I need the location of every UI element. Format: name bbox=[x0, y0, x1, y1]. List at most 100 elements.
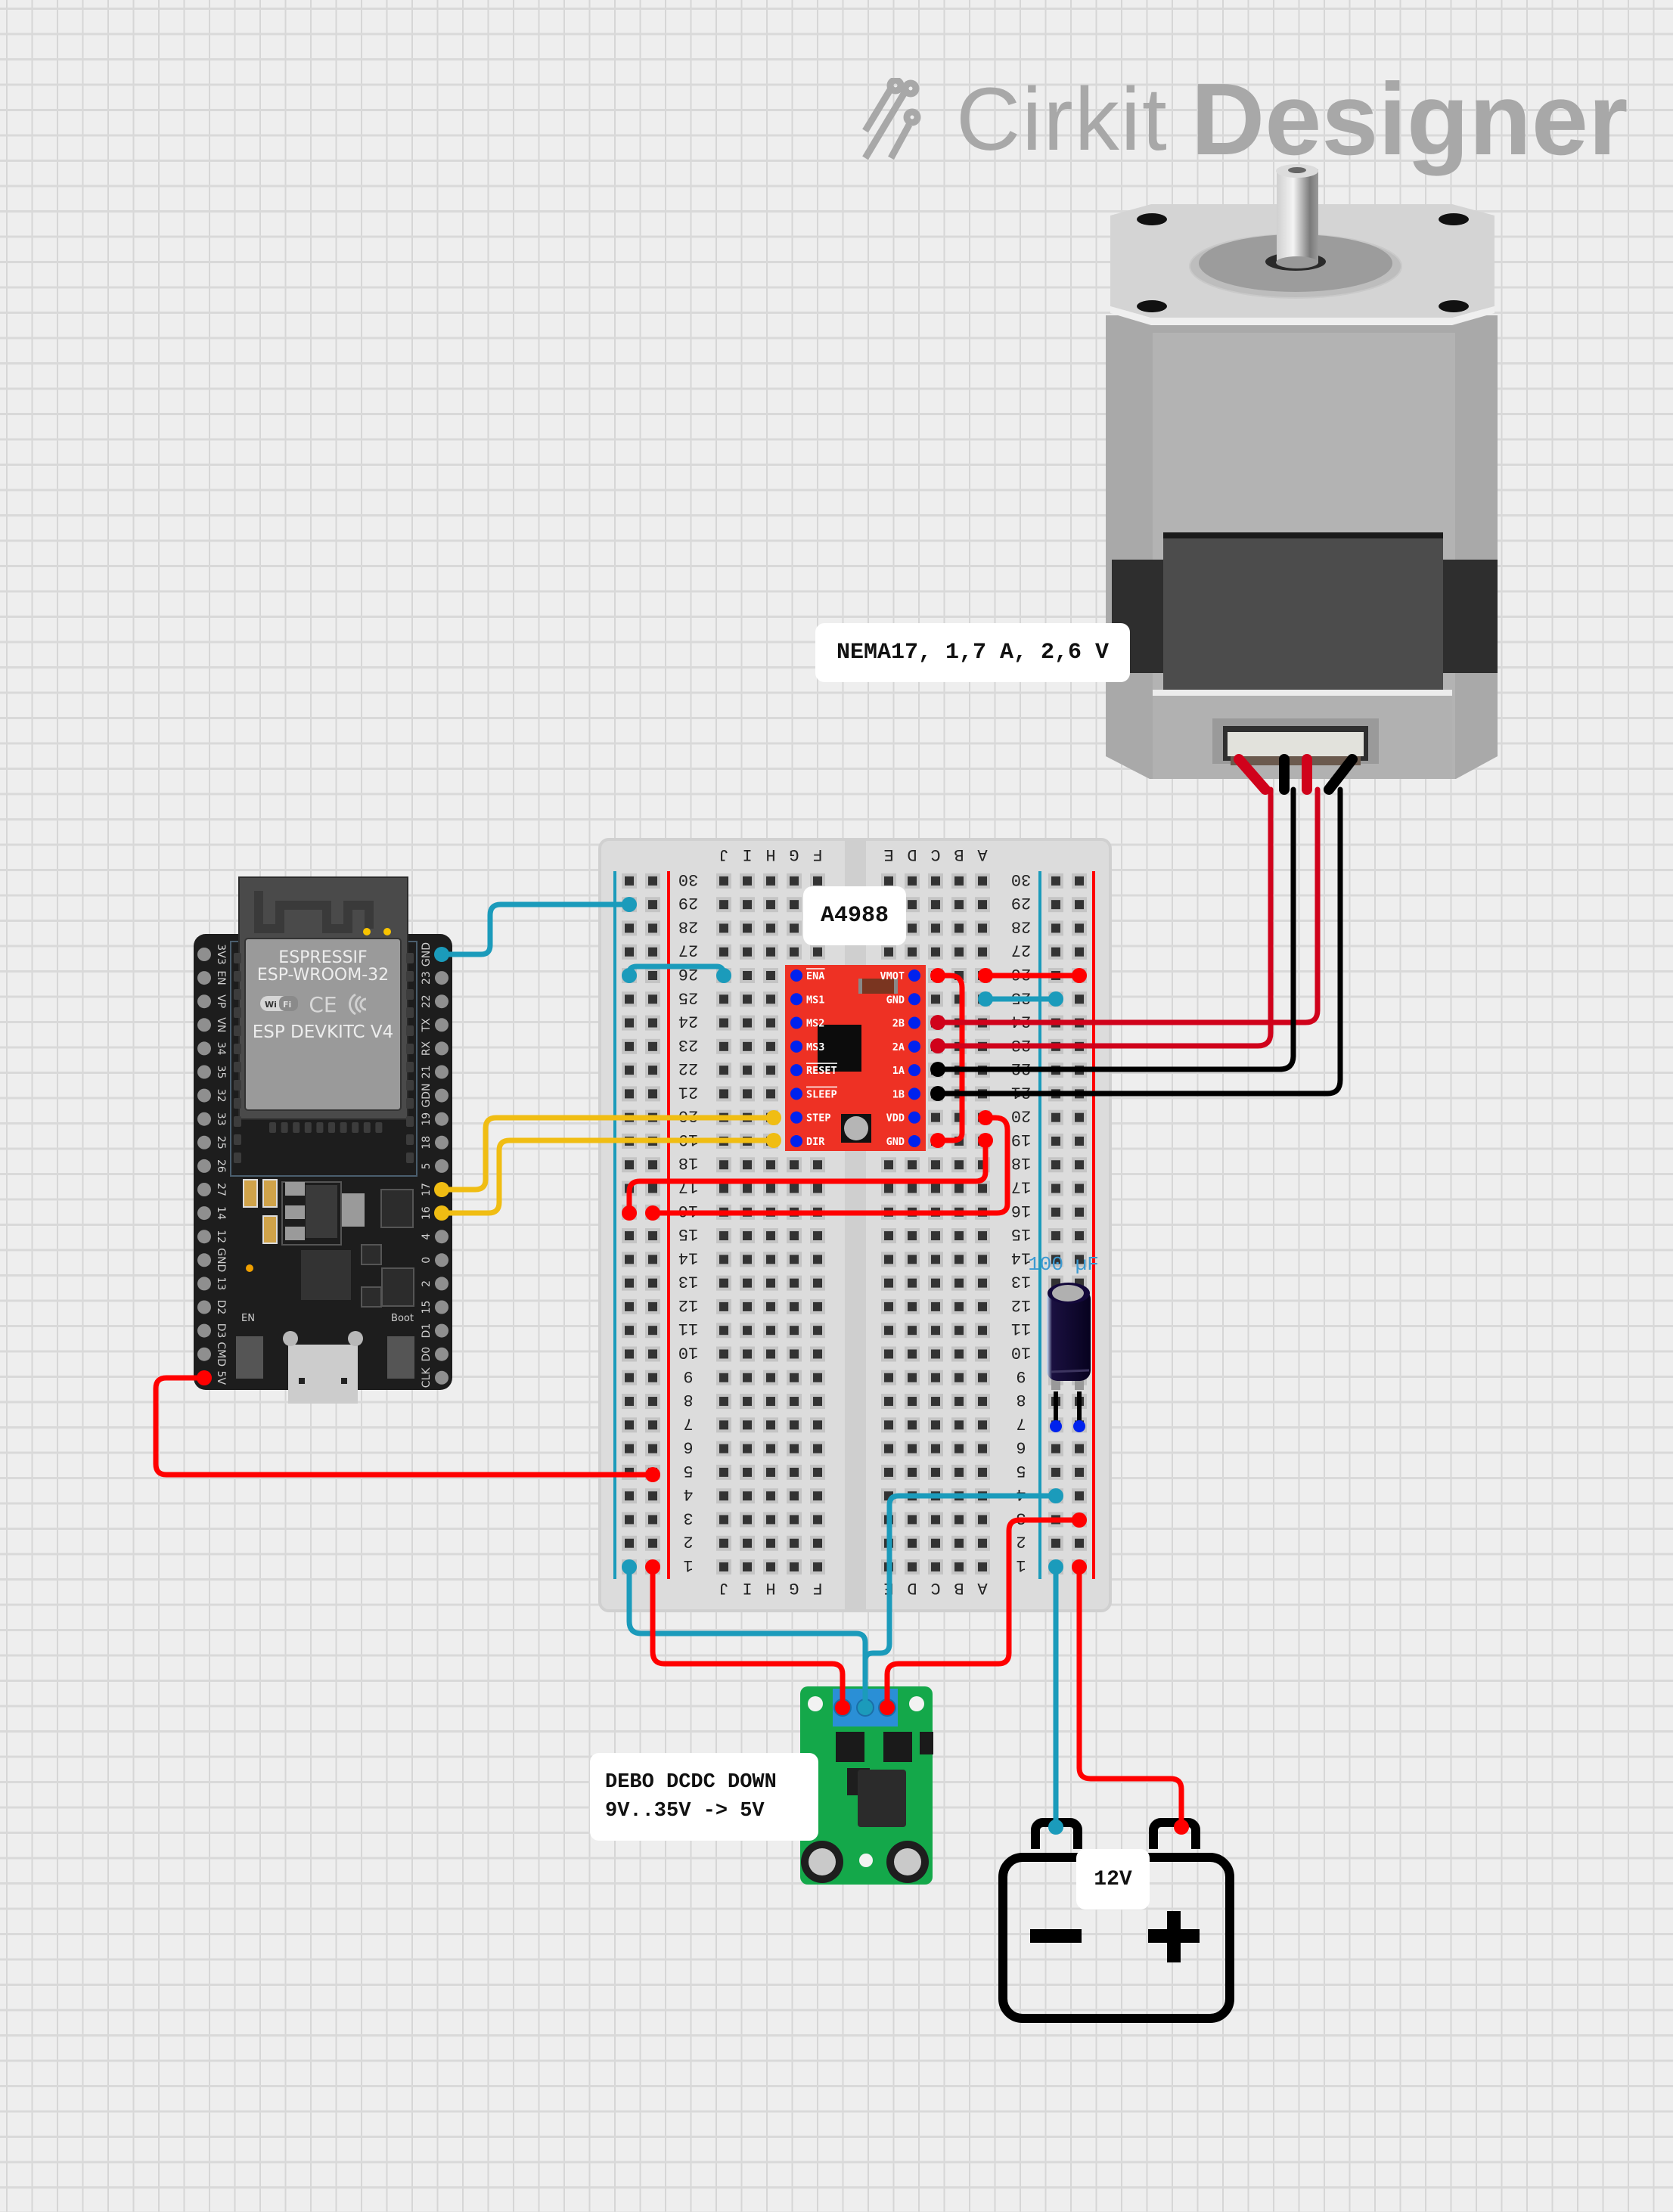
breadboard-hole[interactable] bbox=[622, 1298, 637, 1314]
breadboard-hole[interactable] bbox=[763, 1323, 778, 1339]
breadboard-hole[interactable] bbox=[928, 1512, 943, 1528]
breadboard-hole[interactable] bbox=[1048, 1157, 1063, 1173]
breadboard-hole[interactable] bbox=[1048, 1204, 1063, 1220]
breadboard-hole[interactable] bbox=[905, 1394, 920, 1410]
wire-endpoint[interactable] bbox=[978, 1133, 993, 1148]
esp-pin[interactable] bbox=[435, 1159, 449, 1173]
current-trimpot[interactable] bbox=[844, 1116, 868, 1140]
wire-endpoint[interactable] bbox=[930, 1133, 945, 1148]
esp-pin[interactable] bbox=[197, 1277, 211, 1291]
breadboard-hole[interactable] bbox=[716, 944, 731, 960]
esp-pin[interactable] bbox=[435, 1041, 449, 1056]
breadboard-hole[interactable] bbox=[905, 1464, 920, 1480]
a4988-driver[interactable]: ENAMS1MS2MS3RESETSLEEPSTEPDIRVMOTGND2B2A… bbox=[785, 965, 926, 1151]
breadboard-hole[interactable] bbox=[645, 1086, 660, 1102]
breadboard-hole[interactable] bbox=[740, 1323, 755, 1339]
breadboard-hole[interactable] bbox=[1048, 897, 1063, 913]
breadboard-hole[interactable] bbox=[810, 1441, 825, 1457]
wire-row19[interactable] bbox=[626, 1137, 989, 1216]
breadboard-hole[interactable] bbox=[740, 873, 755, 889]
wire-endpoint[interactable] bbox=[434, 1182, 449, 1197]
esp-pin[interactable] bbox=[197, 1323, 211, 1338]
breadboard-hole[interactable] bbox=[951, 1323, 967, 1339]
breadboard-hole[interactable] bbox=[975, 1323, 990, 1339]
wire-endpoint[interactable] bbox=[766, 1110, 781, 1125]
breadboard-hole[interactable] bbox=[1048, 1252, 1063, 1267]
wire-endpoint[interactable] bbox=[930, 1062, 945, 1077]
breadboard-hole[interactable] bbox=[763, 1417, 778, 1433]
wire-endpoint[interactable] bbox=[622, 1559, 637, 1574]
breadboard-hole[interactable] bbox=[951, 1441, 967, 1457]
breadboard-hole[interactable] bbox=[716, 1298, 731, 1314]
breadboard-hole[interactable] bbox=[975, 944, 990, 960]
breadboard-hole[interactable] bbox=[905, 1417, 920, 1433]
driver-pin[interactable] bbox=[790, 1134, 802, 1147]
breadboard-hole[interactable] bbox=[951, 1370, 967, 1385]
breadboard-hole[interactable] bbox=[928, 1157, 943, 1173]
driver-pin[interactable] bbox=[790, 1016, 802, 1029]
breadboard-hole[interactable] bbox=[951, 1394, 967, 1410]
breadboard-hole[interactable] bbox=[951, 920, 967, 936]
breadboard-hole[interactable] bbox=[716, 1228, 731, 1244]
breadboard-hole[interactable] bbox=[787, 944, 802, 960]
breadboard-hole[interactable] bbox=[622, 1488, 637, 1504]
wire-coil-1a[interactable] bbox=[935, 786, 1296, 1072]
driver-pin[interactable] bbox=[908, 969, 920, 982]
breadboard-hole[interactable] bbox=[645, 991, 660, 1007]
breadboard-hole[interactable] bbox=[951, 1252, 967, 1267]
breadboard-hole[interactable] bbox=[740, 1038, 755, 1054]
wire-endpoint[interactable] bbox=[1072, 1512, 1087, 1528]
breadboard-hole[interactable] bbox=[951, 1346, 967, 1362]
breadboard-hole[interactable] bbox=[928, 1535, 943, 1551]
breadboard-hole[interactable] bbox=[1072, 1488, 1087, 1504]
breadboard-hole[interactable] bbox=[763, 1063, 778, 1078]
breadboard-hole[interactable] bbox=[1072, 991, 1087, 1007]
breadboard-hole[interactable] bbox=[740, 1180, 755, 1196]
breadboard-hole[interactable] bbox=[975, 1417, 990, 1433]
breadboard-hole[interactable] bbox=[975, 920, 990, 936]
breadboard-hole[interactable] bbox=[951, 1180, 967, 1196]
breadboard-hole[interactable] bbox=[622, 1535, 637, 1551]
breadboard-hole[interactable] bbox=[740, 1015, 755, 1031]
driver-pin[interactable] bbox=[908, 1040, 920, 1053]
breadboard-hole[interactable] bbox=[810, 1275, 825, 1291]
breadboard-hole[interactable] bbox=[881, 1323, 896, 1339]
breadboard-hole[interactable] bbox=[928, 991, 943, 1007]
breadboard-hole[interactable] bbox=[975, 873, 990, 889]
breadboard-hole[interactable] bbox=[622, 991, 637, 1007]
breadboard-hole[interactable] bbox=[763, 1535, 778, 1551]
breadboard-hole[interactable] bbox=[1072, 1535, 1087, 1551]
driver-pin[interactable] bbox=[790, 1040, 802, 1053]
wire-endpoint[interactable] bbox=[716, 968, 731, 983]
breadboard-hole[interactable] bbox=[975, 1559, 990, 1574]
breadboard-hole[interactable] bbox=[905, 1370, 920, 1385]
breadboard-hole[interactable] bbox=[1048, 1441, 1063, 1457]
breadboard-hole[interactable] bbox=[716, 1512, 731, 1528]
breadboard-hole[interactable] bbox=[645, 968, 660, 983]
esp-pin[interactable] bbox=[435, 1347, 449, 1361]
breadboard-hole[interactable] bbox=[716, 1086, 731, 1102]
breadboard-hole[interactable] bbox=[810, 1512, 825, 1528]
breadboard-hole[interactable] bbox=[622, 1394, 637, 1410]
breadboard-hole[interactable] bbox=[787, 1417, 802, 1433]
breadboard-hole[interactable] bbox=[716, 1417, 731, 1433]
esp-pin[interactable] bbox=[435, 1277, 449, 1291]
breadboard-hole[interactable] bbox=[763, 991, 778, 1007]
wire-endpoint[interactable] bbox=[1174, 1820, 1189, 1835]
wire-endpoint[interactable] bbox=[622, 1205, 637, 1221]
breadboard-hole[interactable] bbox=[787, 1180, 802, 1196]
breadboard-hole[interactable] bbox=[740, 1346, 755, 1362]
breadboard-hole[interactable] bbox=[881, 1252, 896, 1267]
breadboard-hole[interactable] bbox=[716, 1323, 731, 1339]
breadboard-hole[interactable] bbox=[810, 1464, 825, 1480]
breadboard-hole[interactable] bbox=[928, 920, 943, 936]
breadboard-hole[interactable] bbox=[763, 1370, 778, 1385]
breadboard-hole[interactable] bbox=[787, 897, 802, 913]
wire-endpoint[interactable] bbox=[880, 1700, 895, 1715]
breadboard-hole[interactable] bbox=[905, 1512, 920, 1528]
breadboard-hole[interactable] bbox=[810, 1488, 825, 1504]
breadboard-hole[interactable] bbox=[905, 1323, 920, 1339]
breadboard-hole[interactable] bbox=[810, 1346, 825, 1362]
breadboard-hole[interactable] bbox=[975, 1370, 990, 1385]
breadboard-hole[interactable] bbox=[881, 1346, 896, 1362]
